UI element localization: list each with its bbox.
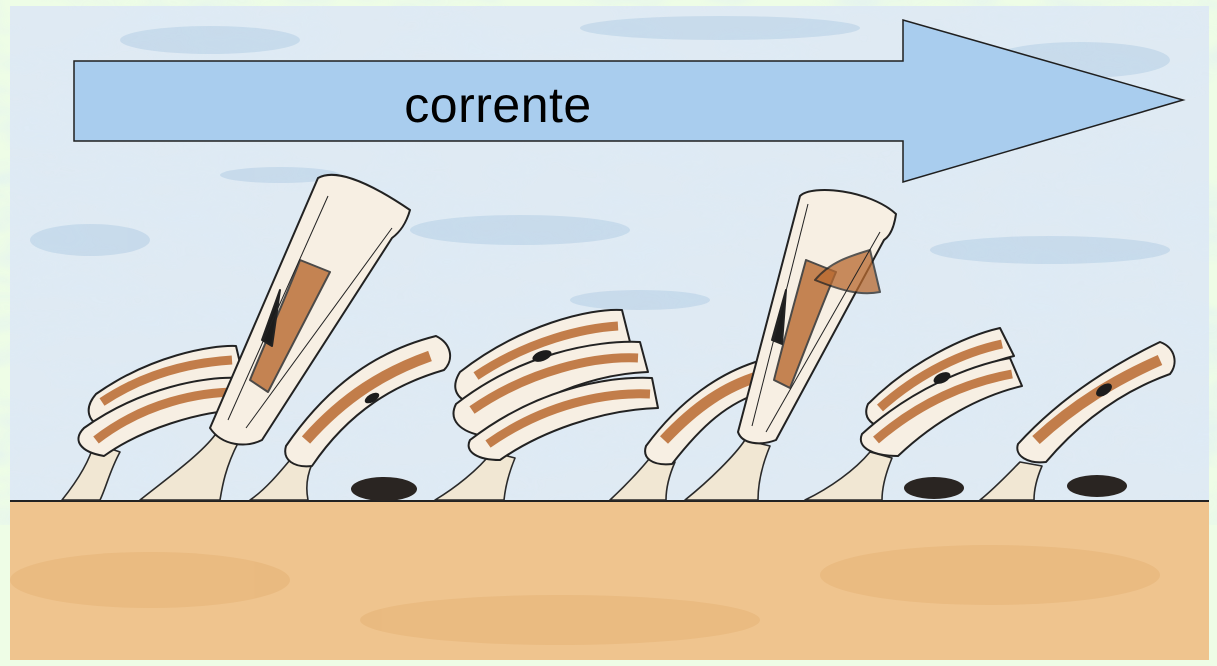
current-label: corrente <box>300 70 696 140</box>
sediment-pebble-icon <box>1067 475 1127 497</box>
sediment-pebble-icon <box>351 477 417 501</box>
sediment-pebble-icon <box>904 477 964 499</box>
